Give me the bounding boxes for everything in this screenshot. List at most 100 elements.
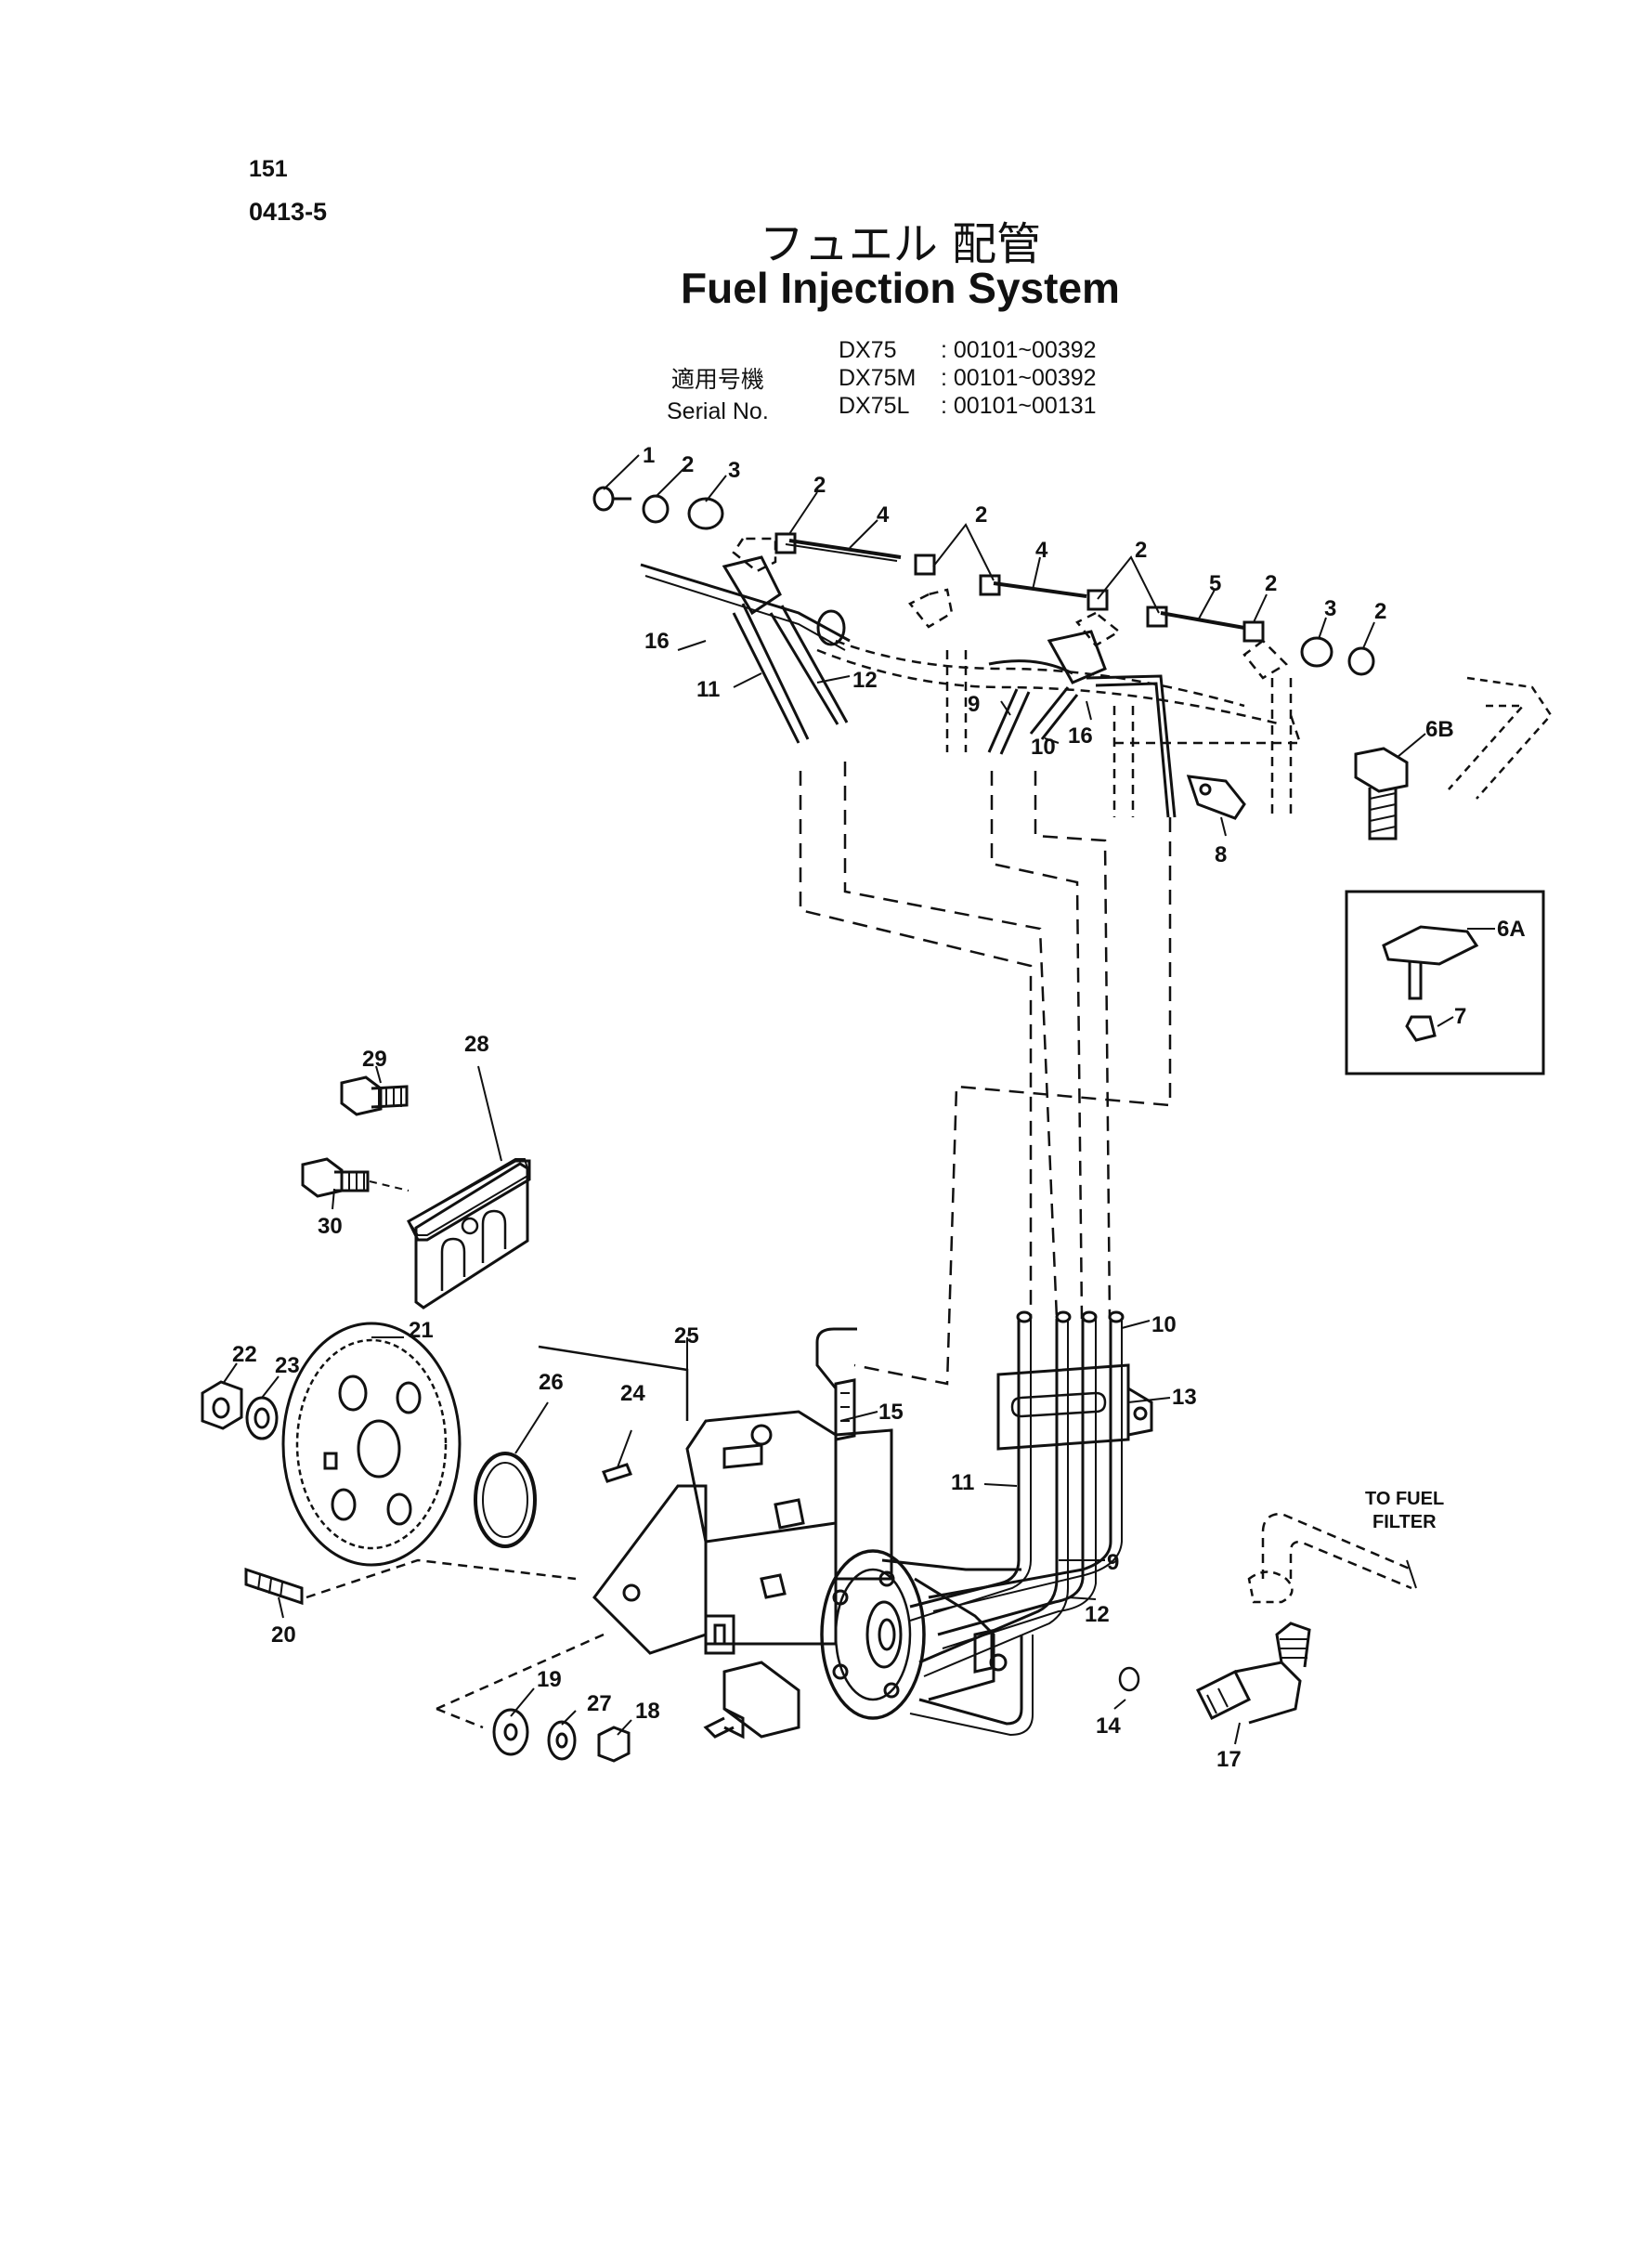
page-number: 151	[249, 156, 288, 182]
callout-21: 21	[409, 1318, 434, 1343]
callout-3: 3	[1324, 596, 1336, 621]
nut-2c	[979, 574, 1001, 596]
bolt-1	[592, 486, 615, 512]
pipe-5	[1160, 611, 1245, 630]
return-pipe-dashed	[1448, 676, 1553, 800]
pipe-12-drop	[769, 605, 849, 725]
bolt-6A-shank	[1408, 961, 1423, 1000]
callout-15: 15	[878, 1400, 904, 1425]
bolt-6B	[1354, 747, 1409, 840]
callout-10: 10	[1031, 735, 1056, 760]
callout-14: 14	[1096, 1713, 1121, 1739]
bolt-6A	[1382, 925, 1479, 966]
o-ring-26	[474, 1452, 537, 1548]
plate-28-assembly	[407, 1158, 531, 1242]
leader-lines	[222, 454, 1495, 1745]
serial-range: : 00101~00131	[941, 393, 1097, 419]
callout-20: 20	[271, 1622, 296, 1648]
note-to-fuel: TO FUEL	[1365, 1489, 1444, 1509]
injection-pipe-assembly	[592, 486, 1553, 1075]
callout-24: 24	[620, 1381, 645, 1406]
bolt-29	[340, 1075, 409, 1116]
callout-9: 9	[968, 692, 980, 717]
o-ring-14	[1118, 1666, 1140, 1692]
serial-model: DX75L	[839, 393, 910, 419]
plate-28	[414, 1162, 529, 1309]
injection-pump-25	[592, 1327, 1021, 1739]
nut-3	[687, 497, 724, 530]
callout-22: 22	[232, 1342, 257, 1367]
washer-guide-dashed	[436, 1633, 605, 1729]
callout-4: 4	[1035, 538, 1048, 563]
fuel-filter-hose-dashed	[1261, 1512, 1412, 1590]
washer-27	[547, 1720, 577, 1761]
note-filter: FILTER	[1372, 1512, 1437, 1532]
nut-2d	[1086, 589, 1109, 611]
callout-30: 30	[318, 1214, 343, 1239]
callout-11: 11	[696, 677, 720, 702]
callout-6B: 6B	[1425, 717, 1454, 742]
inset-box-6A-7	[1345, 890, 1545, 1075]
callout-16: 16	[1068, 723, 1093, 749]
nut-2a	[774, 532, 797, 554]
nut-fitting-left	[816, 609, 846, 646]
callout-4: 4	[877, 502, 890, 528]
pipe-4-left	[788, 539, 902, 559]
callout-16: 16	[644, 629, 670, 654]
pipe-4-right	[993, 581, 1087, 598]
callout-13: 13	[1172, 1385, 1197, 1410]
sleeve-7	[1405, 1015, 1437, 1042]
washer-2	[642, 494, 670, 524]
serial-table: DX75: 00101~00392 DX75M : 00101~00392 DX7…	[839, 336, 1097, 420]
washer-2b	[1347, 646, 1375, 676]
callout-6A: 6A	[1497, 917, 1526, 942]
pipe-routing-dashed	[799, 762, 1172, 1386]
washer-23	[245, 1396, 279, 1440]
clamp-13	[996, 1363, 1130, 1451]
nut-18	[597, 1726, 631, 1763]
gear-21	[281, 1322, 462, 1567]
nut-22	[201, 1380, 243, 1430]
serial-label: 適用号機 Serial No.	[667, 364, 769, 427]
nut-2f	[1242, 620, 1265, 643]
title-japanese: フュエル 配管	[759, 218, 1042, 270]
bolt-30	[301, 1157, 410, 1198]
figure-code: 0413-5	[249, 198, 328, 226]
callout-labels: 1 2 3 2 4 2 4 2 5 2 3 2 6B 8 6A 7 16 11 …	[232, 443, 1526, 1772]
nut-3b	[1300, 636, 1333, 668]
callout-3: 3	[728, 458, 740, 483]
serial-model: DX75M	[839, 365, 917, 391]
callout-23: 23	[275, 1353, 300, 1378]
callout-25: 25	[674, 1323, 699, 1348]
stud-20	[244, 1558, 577, 1606]
injectors	[732, 537, 1302, 817]
callout-26: 26	[539, 1370, 564, 1395]
callout-18: 18	[635, 1699, 660, 1724]
pipe-10-drop	[1029, 686, 1079, 740]
callout-19: 19	[537, 1667, 562, 1692]
key-24	[602, 1463, 632, 1483]
callout-7: 7	[1454, 1004, 1466, 1029]
clamp-16-right	[1047, 630, 1107, 684]
plate-28	[407, 1159, 531, 1242]
callout-2: 2	[682, 452, 694, 477]
serial-label-jp: 適用号機	[670, 367, 764, 393]
elbow-fitting-17	[1195, 1622, 1311, 1725]
pipe-branch-right	[1086, 674, 1177, 818]
nut-2b	[914, 554, 936, 576]
serial-label-en: Serial No.	[667, 398, 769, 424]
clamp-16-left	[722, 555, 782, 616]
serial-row: DX75: 00101~00392	[839, 336, 1097, 364]
title-english: Fuel Injection System	[681, 264, 1120, 312]
callout-2: 2	[1135, 538, 1147, 563]
serial-range: : 00101~00392	[941, 365, 1097, 391]
callout-28: 28	[464, 1032, 489, 1057]
pipe-9-top	[988, 659, 1073, 675]
serial-model: DX75	[839, 337, 897, 363]
pipe-11-drop	[732, 603, 810, 744]
callout-12: 12	[852, 668, 878, 693]
clip-8	[1186, 775, 1246, 820]
serial-row: DX75L : 00101~00131	[839, 392, 1097, 420]
callout-8: 8	[1215, 842, 1227, 867]
